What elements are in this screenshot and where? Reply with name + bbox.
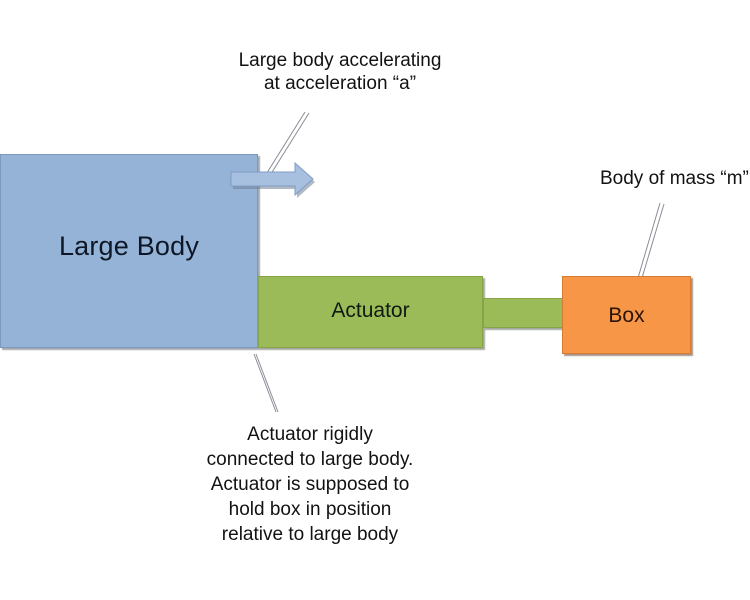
acceleration-callout-line: at acceleration “a”	[263, 73, 417, 94]
acceleration-arrow-icon	[230, 161, 315, 198]
mass-callout: Body of mass “m”	[600, 167, 750, 190]
actuator-label: Actuator	[331, 299, 410, 322]
large-body-label: Large Body	[58, 230, 200, 261]
acceleration-callout: Large body accelerating at acceleration …	[205, 49, 475, 95]
actuator-note-line: connected to large body.	[206, 449, 414, 470]
large-body-block: Large Body	[0, 154, 258, 348]
actuator-note-line: hold box in position	[228, 499, 392, 520]
actuator-note-callout: Actuator rigidly connected to large body…	[170, 422, 450, 547]
mass-callout-line: Body of mass “m”	[600, 168, 749, 189]
acceleration-callout-line: Large body accelerating	[238, 50, 442, 71]
box-label: Box	[608, 304, 645, 327]
actuator-note-line: Actuator rigidly	[247, 424, 373, 445]
box-block: Box	[562, 276, 691, 354]
actuator-note-line: relative to large body	[221, 524, 399, 545]
actuator-note-line: Actuator is supposed to	[210, 474, 410, 495]
actuator-note-leader	[253, 353, 279, 413]
acceleration-callout-leader	[264, 111, 310, 178]
actuator-block: Actuator	[258, 276, 483, 348]
mass-callout-leader	[637, 202, 665, 279]
